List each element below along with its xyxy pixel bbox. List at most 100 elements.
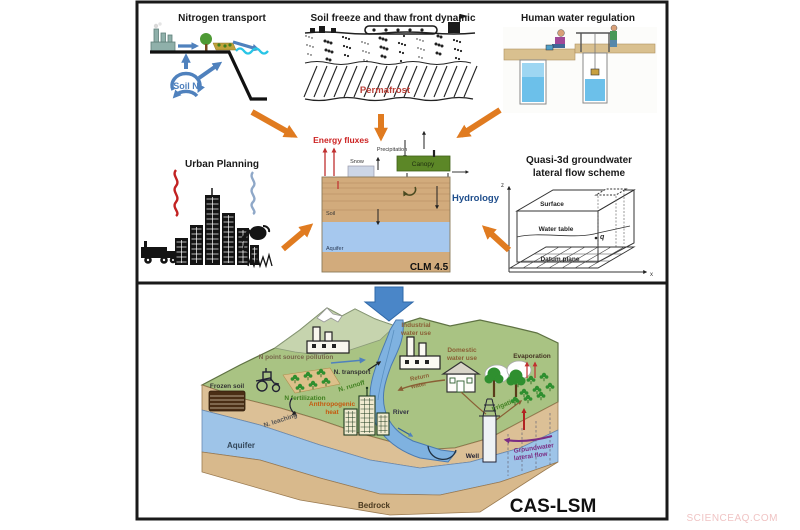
precipitation-label: Precipitation <box>377 147 407 153</box>
anthropogenic-label-2: heat <box>325 409 339 416</box>
arrow-land-to-water <box>232 40 260 52</box>
surface-label: Surface <box>540 201 564 208</box>
house-icon <box>441 361 481 393</box>
city-buildings-icon <box>343 386 390 436</box>
top-panel: Nitrogen transport Soil N <box>135 0 669 285</box>
heat-wave-red <box>173 169 179 217</box>
urban-title: Urban Planning <box>185 159 259 170</box>
domestic-label-1: Domestic <box>447 347 477 354</box>
watering-can-icon <box>239 224 271 254</box>
crop-field-icon <box>212 42 237 51</box>
arrow-soiln-diagonal <box>197 61 223 80</box>
n-transport-tick-arrow <box>367 361 382 371</box>
well-label: Well <box>466 453 479 460</box>
factory-pollution-icon <box>306 326 350 354</box>
datum-plane-grid <box>508 246 636 269</box>
model-name-label: CAS-LSM <box>510 496 597 517</box>
soil-label: Soil <box>326 211 335 217</box>
buildings-icon <box>175 188 259 265</box>
return-water-label-2: water <box>410 381 428 390</box>
river-inner-line <box>377 329 395 401</box>
factory-industrial-icon <box>399 336 441 370</box>
industrial-label-1: Industrial <box>401 322 430 329</box>
freeze-surface-icons <box>310 14 468 35</box>
river-shape <box>369 319 457 463</box>
quasi3d-diagram: Quasi-3d groundwater lateral flow scheme <box>501 155 653 278</box>
datum-plane-label: Datum plane <box>540 256 579 263</box>
nitrogen-transport-diagram: Nitrogen transport Soil N <box>150 13 269 101</box>
n-fertilization-label: N fertilization <box>284 395 325 402</box>
nitrogen-title: Nitrogen transport <box>178 13 266 24</box>
n-leaching-arrow <box>289 397 298 416</box>
n-transport-arrow <box>330 357 366 364</box>
ground-cliff-line <box>150 50 267 101</box>
soil-n-label: Soil N <box>173 81 199 91</box>
factory-icon <box>150 22 176 53</box>
freeze-title: Soil freeze and thaw front dynamic <box>310 13 475 24</box>
hydrology-label: Hydrology <box>452 193 500 204</box>
soil-n-cycle-icon: Soil N <box>170 71 205 99</box>
recycle-icon <box>403 186 417 197</box>
bedrock-band <box>201 451 559 516</box>
soil-column: Soil Aquifer CLM 4.5 <box>321 176 451 273</box>
permafrost-hatch <box>303 65 478 98</box>
well-left-icon <box>519 59 547 105</box>
water-wave-line <box>235 47 269 55</box>
snow-label: Snow <box>350 159 364 165</box>
human-water-diagram: Human water regulation <box>503 13 657 113</box>
irrigation-pipe <box>495 400 523 421</box>
clm-name-label: CLM 4.5 <box>410 262 449 273</box>
q-point <box>594 236 598 240</box>
x-axis-label: x <box>650 272 653 278</box>
river-label: River <box>393 409 410 416</box>
z-axis-label: z <box>501 183 504 189</box>
mountain-shape <box>274 307 396 356</box>
industrial-label-2: water use <box>400 330 431 337</box>
canopy-label: Canopy <box>412 161 435 168</box>
snow-cap <box>316 307 343 323</box>
orange-arrow-se <box>481 225 512 253</box>
grass-icon <box>247 252 273 269</box>
clm-aquifer-label: Aquifer <box>326 246 344 252</box>
permafrost-bottom-line <box>304 96 474 102</box>
n-transport-label: N. transport <box>334 369 372 376</box>
thaw-front-line <box>304 61 472 65</box>
energy-fluxes-label: Energy fluxes <box>313 135 369 145</box>
truck-icon <box>141 241 177 264</box>
n-point-source-label: N point source pollution <box>259 354 334 361</box>
tree-icon <box>200 33 212 51</box>
orange-arrow-nw <box>250 109 298 138</box>
landscape: Frozen soil N point source pollution N. … <box>200 307 597 517</box>
freeze-speckles <box>305 34 463 63</box>
tractor-icon <box>255 368 281 393</box>
return-water-arrow <box>397 379 446 391</box>
frozen-soil-icon <box>208 390 246 412</box>
person-left-icon <box>545 29 565 51</box>
orange-arrow-sw <box>281 223 314 252</box>
gw-label-2: lateral flow <box>513 451 549 463</box>
watermark: SCIENCEAQ.COM <box>686 513 778 524</box>
bedrock-label: Bedrock <box>358 501 391 510</box>
clm-diagram: Energy fluxes Precipitation Snow Canopy <box>313 130 500 273</box>
soil-freeze-diagram: Soil freeze and thaw front dynamic Perma… <box>303 13 478 102</box>
input-arrows <box>250 107 512 253</box>
permafrost-label: Permafrost <box>360 85 411 96</box>
urban-planning-diagram: Urban Planning <box>141 159 273 269</box>
blue-down-arrow <box>363 286 415 322</box>
person-right-icon <box>610 24 618 47</box>
anthropogenic-label-1: Anthropogenic <box>309 401 356 408</box>
vapor-wave-blue <box>250 171 256 216</box>
ground-left <box>503 48 576 61</box>
quasi3d-box <box>515 188 636 263</box>
frozen-soil-label: Frozen soil <box>210 383 245 390</box>
domestic-label-2: water use <box>446 355 477 362</box>
return-water-label-1: Return <box>410 373 430 383</box>
well-right-icon <box>576 32 614 104</box>
orange-arrow-ne <box>456 107 502 138</box>
river-aquifer-notch <box>427 445 457 460</box>
q-label: q <box>600 234 605 241</box>
aquifer-label: Aquifer <box>227 441 255 450</box>
human-title: Human water regulation <box>521 13 635 24</box>
